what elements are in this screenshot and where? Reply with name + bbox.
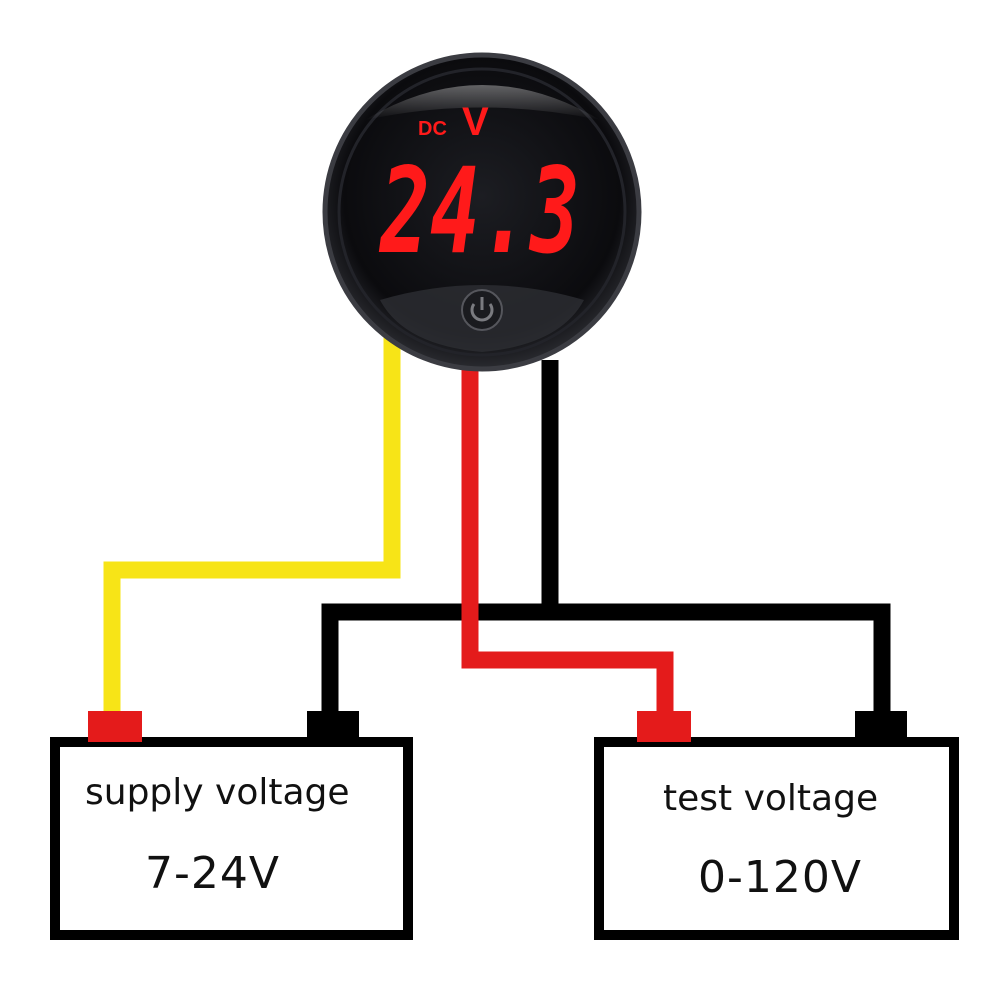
meter-glare [365,85,600,120]
voltmeter: DC V 24.3 [322,52,642,372]
meter-housing [322,52,642,372]
positive-wire [461,360,674,715]
supply-box-title: supply voltage [85,772,350,813]
power-icon [470,297,494,322]
meter-unit-prefix: DC [418,118,447,140]
test-negative-terminal [855,711,907,742]
test-box [594,737,959,940]
test-positive-terminal [637,711,691,742]
power-button[interactable] [461,289,503,331]
meter-unit: V [462,100,489,144]
supply-box [50,737,413,940]
ground-wire-bus [321,603,891,715]
supply-box-value: 7-24V [145,848,280,899]
supply-wire [103,335,401,715]
test-box-value: 0-120V [698,852,862,903]
meter-reading: 24.3 [379,142,580,280]
supply-negative-terminal [307,711,359,742]
supply-positive-terminal [88,711,142,742]
test-box-title: test voltage [663,778,879,819]
